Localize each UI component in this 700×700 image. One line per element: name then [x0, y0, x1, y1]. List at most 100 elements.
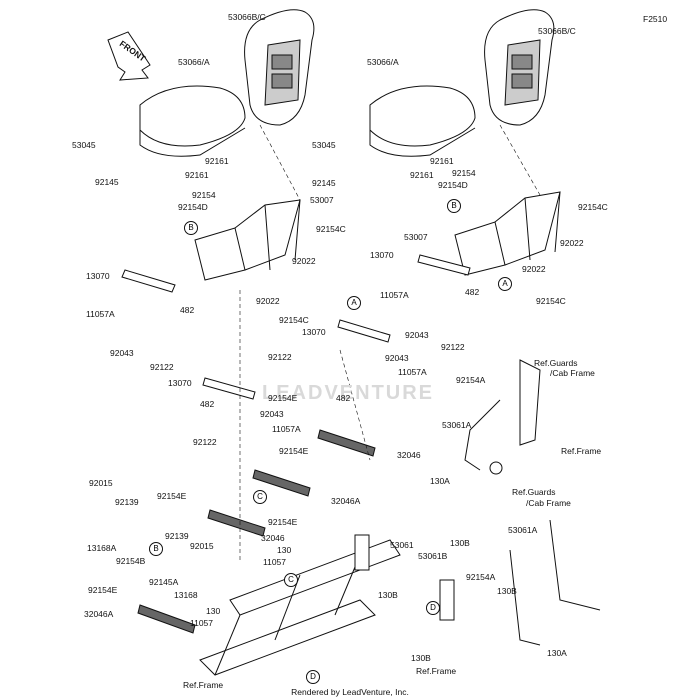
- label[interactable]: 92043: [260, 409, 284, 419]
- label[interactable]: Ref.Frame: [561, 446, 602, 456]
- label[interactable]: 53066/A: [367, 57, 399, 67]
- callout-a: A: [347, 296, 361, 310]
- label[interactable]: 130B: [497, 586, 517, 596]
- label[interactable]: 92161: [430, 156, 454, 166]
- label[interactable]: 53066B/C: [538, 26, 576, 36]
- label[interactable]: 92154E: [88, 585, 118, 595]
- label[interactable]: 53061B: [418, 551, 448, 561]
- label[interactable]: 92154B: [116, 556, 146, 566]
- label[interactable]: 92145: [312, 178, 336, 188]
- label[interactable]: 92022: [256, 296, 280, 306]
- label[interactable]: 32046: [397, 450, 421, 460]
- label[interactable]: 130B: [450, 538, 470, 548]
- right-seat-frame: [454, 191, 561, 276]
- label[interactable]: 92015: [89, 478, 113, 488]
- label[interactable]: 92022: [522, 264, 546, 274]
- label[interactable]: 92139: [165, 531, 189, 541]
- label[interactable]: 92015: [190, 541, 214, 551]
- label[interactable]: Ref.Frame: [416, 666, 457, 676]
- label[interactable]: 130A: [430, 476, 450, 486]
- left-seat-frame: [194, 199, 301, 281]
- label[interactable]: 92043: [110, 348, 134, 358]
- label[interactable]: Ref.Guards: [512, 487, 556, 497]
- label[interactable]: 11057: [263, 557, 287, 567]
- label[interactable]: 11057A: [380, 290, 409, 300]
- label[interactable]: 92154E: [268, 393, 298, 403]
- label[interactable]: 130B: [411, 653, 431, 663]
- label[interactable]: /Cab Frame: [526, 498, 571, 508]
- base-frame: [199, 539, 401, 676]
- label[interactable]: 11057A: [86, 309, 115, 319]
- label[interactable]: 53007: [404, 232, 428, 242]
- label[interactable]: 53007: [310, 195, 334, 205]
- label[interactable]: 92154C: [536, 296, 566, 306]
- label[interactable]: 92154E: [268, 517, 298, 527]
- label[interactable]: Ref.Frame: [183, 680, 224, 690]
- label[interactable]: 53045: [72, 140, 96, 150]
- label[interactable]: 92022: [560, 238, 584, 248]
- label[interactable]: 130: [277, 545, 292, 555]
- label[interactable]: 92154A: [456, 375, 486, 385]
- label[interactable]: 92154C: [316, 224, 346, 234]
- label[interactable]: 13070: [86, 271, 110, 281]
- label[interactable]: /Cab Frame: [550, 368, 595, 378]
- label[interactable]: 92043: [385, 353, 409, 363]
- label[interactable]: 92161: [410, 170, 434, 180]
- label[interactable]: 92022: [292, 256, 316, 266]
- callout-c: C: [253, 490, 267, 504]
- label[interactable]: 32046: [261, 533, 285, 543]
- label[interactable]: 53061: [390, 540, 414, 550]
- label[interactable]: 92161: [205, 156, 229, 166]
- label[interactable]: 53066B/C: [228, 12, 266, 22]
- label[interactable]: 53045: [312, 140, 336, 150]
- label[interactable]: 13070: [302, 327, 326, 337]
- label[interactable]: 92154: [452, 168, 476, 178]
- label[interactable]: 92154D: [438, 180, 468, 190]
- label[interactable]: 13070: [168, 378, 192, 388]
- label[interactable]: 92154: [192, 190, 216, 200]
- label[interactable]: 13168: [174, 590, 198, 600]
- seat-belt-assembly: [354, 359, 601, 646]
- label[interactable]: 11057A: [398, 367, 427, 377]
- label[interactable]: 92154A: [466, 572, 496, 582]
- label[interactable]: 130B: [378, 590, 398, 600]
- label[interactable]: 92145A: [149, 577, 179, 587]
- label[interactable]: 92161: [185, 170, 209, 180]
- label[interactable]: 53061A: [442, 420, 472, 430]
- label[interactable]: 53066/A: [178, 57, 210, 67]
- label[interactable]: 53061A: [508, 525, 538, 535]
- watermark: LEADVENTURE: [262, 382, 435, 404]
- label[interactable]: 13070: [370, 250, 394, 260]
- label[interactable]: 482: [465, 287, 480, 297]
- label[interactable]: 482: [336, 393, 351, 403]
- label[interactable]: 92154D: [178, 202, 208, 212]
- label[interactable]: 32046A: [84, 609, 114, 619]
- diagram-code: F2510: [643, 14, 668, 24]
- label[interactable]: 130: [206, 606, 221, 616]
- label[interactable]: Ref.Guards: [534, 358, 578, 368]
- label[interactable]: 92154C: [578, 202, 608, 212]
- label[interactable]: 32046A: [331, 496, 361, 506]
- callout-d: D: [306, 670, 320, 684]
- label[interactable]: 92122: [193, 437, 217, 447]
- label[interactable]: 92154E: [279, 446, 309, 456]
- right-seat-cushion: [369, 85, 476, 157]
- label[interactable]: 92122: [268, 352, 292, 362]
- label[interactable]: 482: [180, 305, 195, 315]
- callout-a: A: [498, 277, 512, 291]
- footer-credit: Rendered by LeadVenture, Inc.: [291, 687, 409, 697]
- label[interactable]: 92122: [150, 362, 174, 372]
- label[interactable]: 11057A: [272, 424, 301, 434]
- label[interactable]: 92154E: [157, 491, 187, 501]
- label[interactable]: 11057: [190, 618, 214, 628]
- label[interactable]: 92154C: [279, 315, 309, 325]
- label[interactable]: 130A: [547, 648, 567, 658]
- label[interactable]: 13168A: [87, 543, 117, 553]
- label[interactable]: 92145: [95, 177, 119, 187]
- label[interactable]: 482: [200, 399, 215, 409]
- label[interactable]: 92043: [405, 330, 429, 340]
- label[interactable]: 92122: [441, 342, 465, 352]
- label[interactable]: 92139: [115, 497, 139, 507]
